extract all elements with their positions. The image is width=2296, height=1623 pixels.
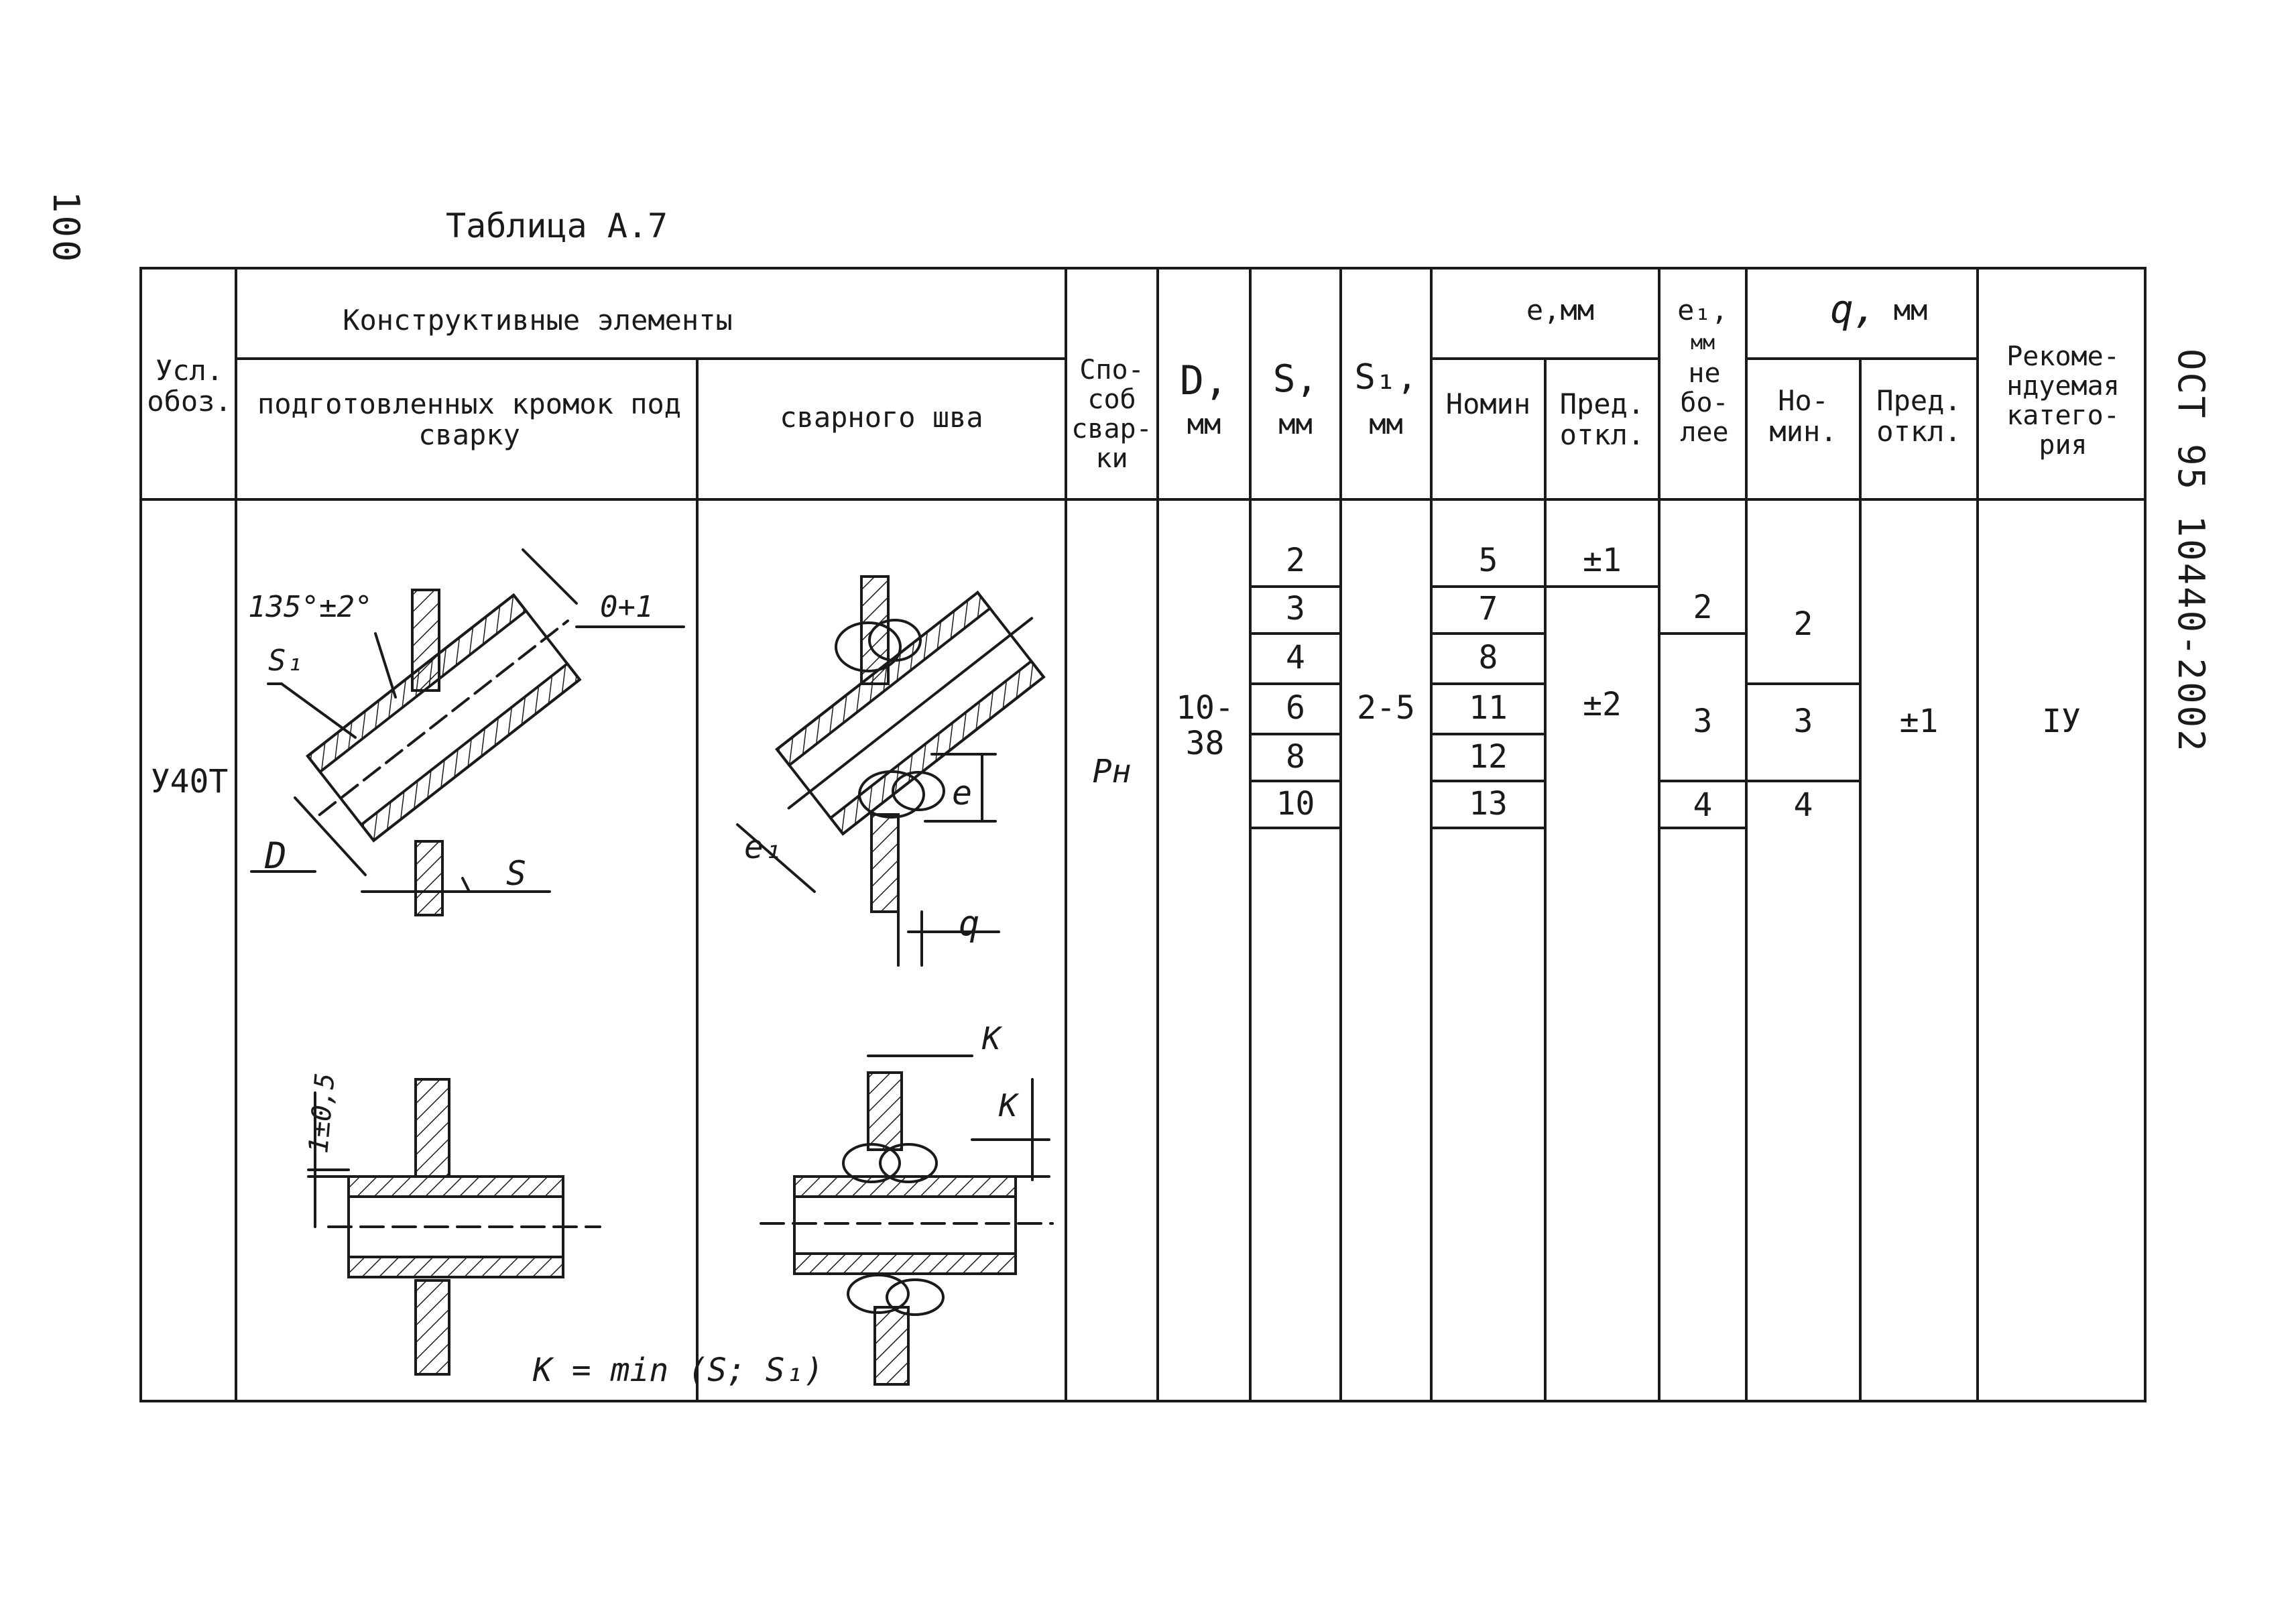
row-e1-0: 2 <box>1693 589 1713 626</box>
row-s-2: 4 <box>1286 639 1305 676</box>
header-usl: Усл. обоз. <box>147 354 232 418</box>
label-s1: S₁ <box>268 644 304 678</box>
weld-seam-straight-sketch <box>760 1055 1054 1386</box>
label-k-formula: K = min (S; S₁) <box>532 1351 823 1389</box>
header-d: D, <box>1179 357 1229 404</box>
row-s-0: 2 <box>1286 542 1305 579</box>
row-e1-2: 4 <box>1693 786 1713 824</box>
row-q-nom-1: 3 <box>1793 703 1813 740</box>
header-q-unit: мм <box>1893 294 1928 326</box>
header-s1: S₁, <box>1354 357 1418 398</box>
row-e-pred-1: ±1 <box>1583 542 1622 579</box>
row-q-pred: ±1 <box>1899 703 1939 740</box>
header-e-nom: Номин <box>1445 387 1531 420</box>
weld-seam-angled-sketch <box>736 575 1046 967</box>
header-konstr: Конструктивные элементы <box>343 304 733 337</box>
row-d: 10- 38 <box>1176 689 1234 762</box>
row-e-nom-2: 8 <box>1478 639 1498 676</box>
row-q-nom-0: 2 <box>1793 605 1813 643</box>
header-category: Рекоме- ндуемая катего- рия <box>2006 341 2120 461</box>
prepared-edges-straight-sketch <box>307 1078 601 1376</box>
row-usl: У40Т <box>150 763 229 800</box>
label-s: S <box>506 854 526 893</box>
label-e: е <box>952 774 972 813</box>
row-e-nom-0: 5 <box>1478 542 1498 579</box>
header-e: е,мм <box>1526 294 1595 326</box>
header-sposob: Спо- соб свар- ки <box>1071 355 1152 474</box>
header-s: S, <box>1272 357 1319 401</box>
row-sposob: Рн <box>1092 753 1132 790</box>
label-d: D <box>264 835 287 877</box>
row-q-nom-2: 4 <box>1793 786 1813 824</box>
header-e1-sub: не бо- лее <box>1680 358 1729 448</box>
row-e-nom-5: 13 <box>1469 785 1508 823</box>
header-q-nom: Но- мин. <box>1769 384 1837 448</box>
row-e-nom-4: 12 <box>1469 738 1508 776</box>
header-s1-unit: мм <box>1369 408 1403 440</box>
label-gap: 0+1 <box>600 590 653 624</box>
row-e-nom-3: 11 <box>1469 689 1508 727</box>
table-title: Таблица А.7 <box>446 206 668 245</box>
row-category: IУ <box>2042 703 2081 740</box>
prepared-edges-angled-sketch <box>250 548 685 916</box>
row-e-pred-2: ±2 <box>1583 686 1622 723</box>
label-angle: 135°±2° <box>248 590 372 624</box>
row-s1: 2-5 <box>1357 689 1415 727</box>
label-q: q <box>959 904 979 944</box>
row-e1-1: 3 <box>1693 703 1713 740</box>
row-e-nom-1: 7 <box>1478 590 1498 627</box>
header-podg: подготовленных кромок под сварку <box>257 387 682 452</box>
row-s-3: 6 <box>1286 689 1305 727</box>
header-q: q, <box>1830 286 1877 332</box>
label-k-top: K <box>981 1020 1003 1057</box>
row-s-4: 8 <box>1286 738 1305 776</box>
header-e-pred: Пред. откл. <box>1559 387 1645 452</box>
label-k-side: K <box>998 1087 1020 1124</box>
header-e1-unit: мм <box>1690 331 1715 355</box>
header-d-unit: мм <box>1187 408 1221 440</box>
header-e1: е₁, <box>1677 294 1728 326</box>
label-offset: 1±0,5 <box>303 1072 341 1155</box>
header-s-unit: мм <box>1278 408 1313 440</box>
header-q-pred: Пред. откл. <box>1876 384 1961 448</box>
row-s-5: 10 <box>1276 785 1315 823</box>
header-svarn: сварного шва <box>780 401 983 434</box>
row-s-1: 3 <box>1286 590 1305 627</box>
label-e1: е₁ <box>744 829 783 866</box>
